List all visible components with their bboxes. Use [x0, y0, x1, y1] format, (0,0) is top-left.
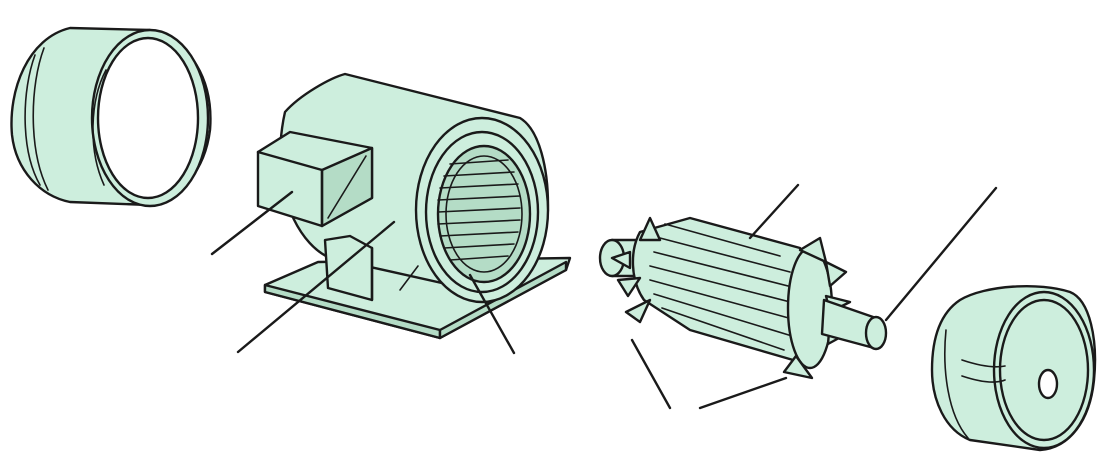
- end-shield-left: [11, 28, 210, 206]
- leader-line-rotor-core: [750, 185, 798, 238]
- leader-line-rotor-bar-left: [632, 340, 670, 408]
- leader-line-rotor-bar-right: [700, 378, 786, 408]
- end-shield-right: [932, 286, 1095, 450]
- leader-line-terminal-box: [212, 192, 292, 254]
- stator-housing: [258, 74, 570, 338]
- rotor: [600, 218, 886, 378]
